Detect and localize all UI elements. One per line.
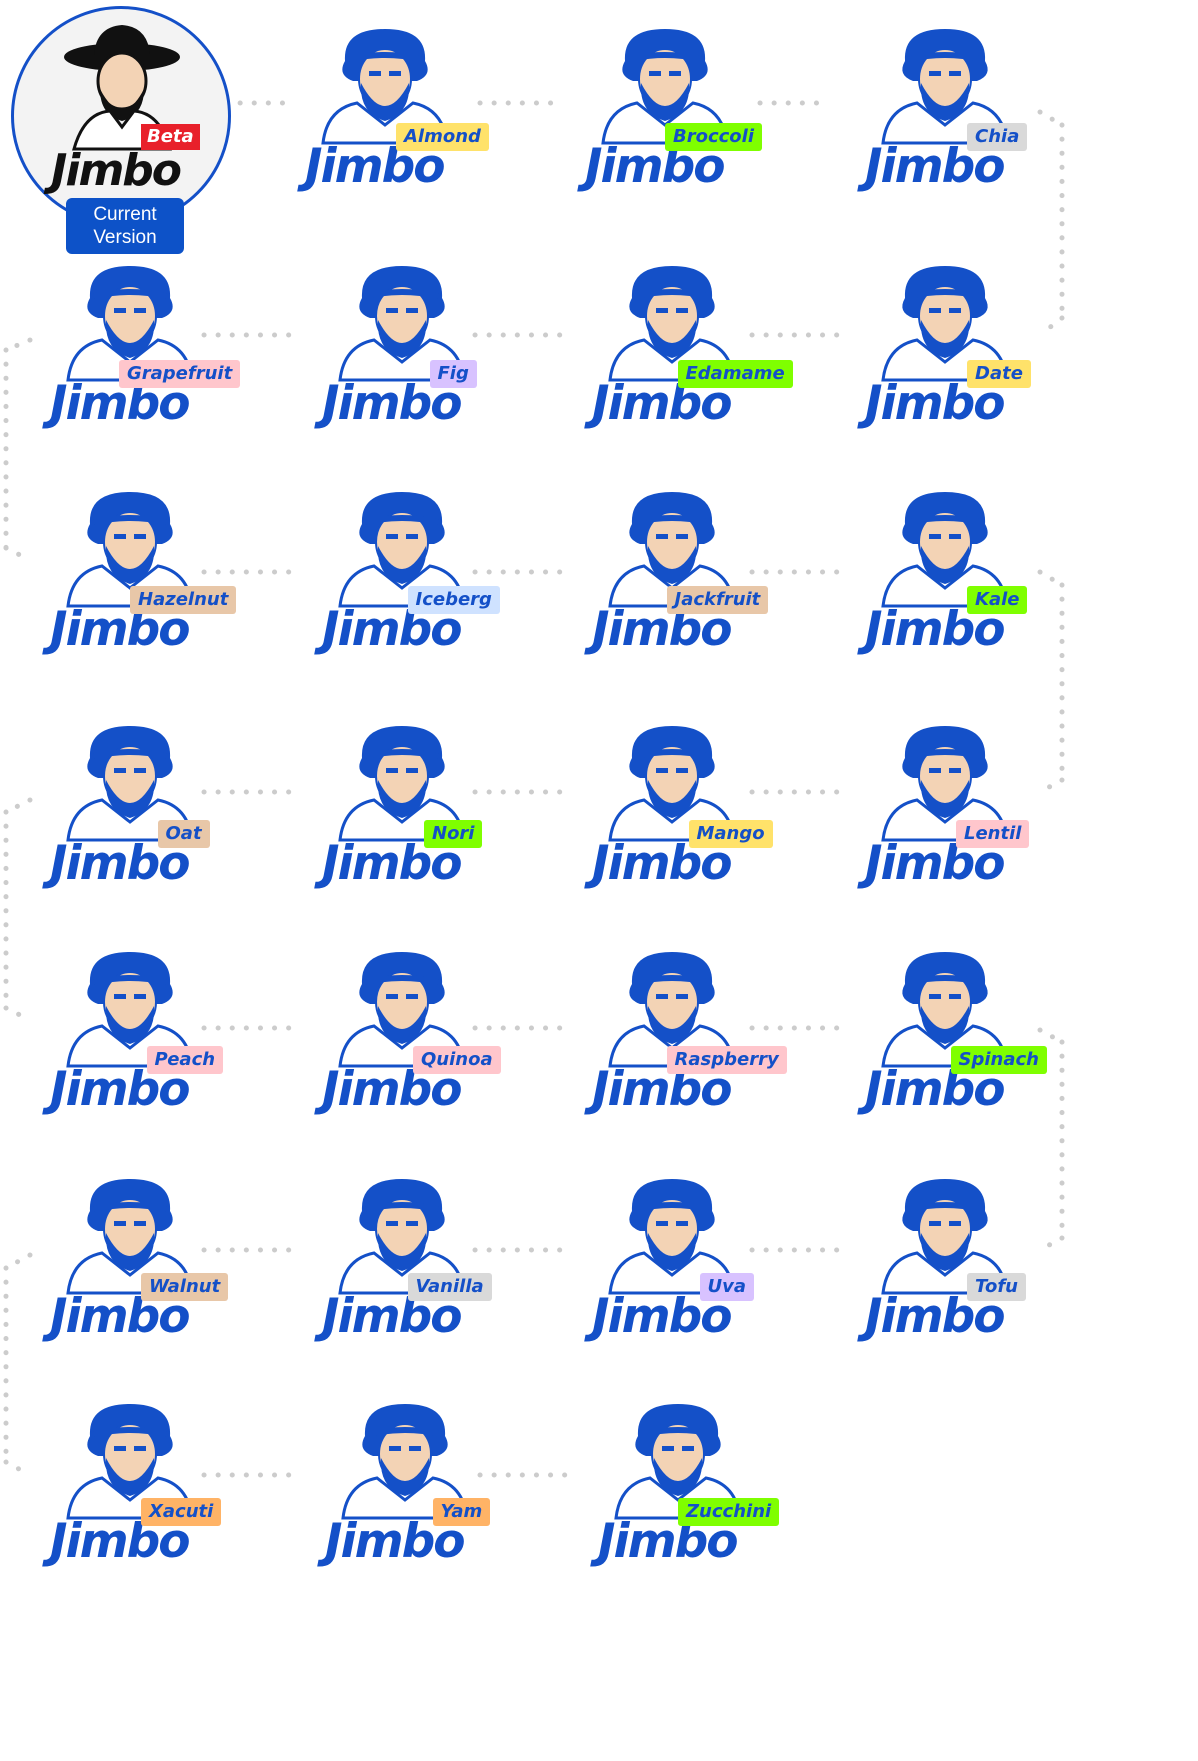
jimbo-mascot-icon xyxy=(608,726,736,842)
variant-name-tag: Quinoa xyxy=(413,1046,501,1074)
variant-name-tag: Nori xyxy=(424,820,483,848)
variant-name-tag: Lentil xyxy=(956,820,1030,848)
connector-segment xyxy=(1037,1235,1065,1253)
jimbo-mascot-icon xyxy=(881,1179,1009,1295)
jimbo-mascot-icon xyxy=(608,1179,736,1295)
jimbo-mascot-icon xyxy=(608,952,736,1068)
current-version-label-line1: Current xyxy=(93,204,157,225)
connector-segment xyxy=(3,1005,33,1023)
variant-name-tag: Broccoli xyxy=(665,123,763,151)
connector-segment xyxy=(1037,777,1065,795)
current-version-label-line2: Version xyxy=(93,227,157,248)
variant-name-tag: Walnut xyxy=(141,1273,229,1301)
current-wordmark: Jimbo xyxy=(51,145,182,196)
variant-name-tag: Jackfruit xyxy=(666,586,769,614)
connector-segment xyxy=(1037,569,1065,588)
connector-segment xyxy=(3,337,33,353)
variant-name-tag: Spinach xyxy=(950,1046,1047,1074)
connector-segment xyxy=(1037,109,1065,128)
connector-segment xyxy=(1037,1027,1065,1045)
variant-name-tag: Yam xyxy=(432,1498,491,1526)
beta-badge: Beta xyxy=(141,124,200,150)
variant-name-tag: Vanilla xyxy=(407,1273,492,1301)
connector-segment xyxy=(3,1459,33,1478)
variant-name-tag: Date xyxy=(967,360,1031,388)
variant-name-tag: Chia xyxy=(967,123,1028,151)
variant-name-tag: Peach xyxy=(146,1046,224,1074)
jimbo-mascot-icon xyxy=(881,952,1009,1068)
connector-segment xyxy=(3,797,33,815)
connector-segment xyxy=(1037,315,1065,338)
jimbo-mascot-icon xyxy=(608,492,736,608)
variant-name-tag: Hazelnut xyxy=(130,586,237,614)
variant-name-tag: Uva xyxy=(699,1273,754,1301)
variant-name-tag: Xacuti xyxy=(141,1498,222,1526)
variant-name-tag: Grapefruit xyxy=(119,360,241,388)
variant-name-tag: Oat xyxy=(157,820,210,848)
variant-name-tag: Kale xyxy=(967,586,1028,614)
current-version-node: Beta Jimbo Current Version xyxy=(11,6,237,256)
variant-name-tag: Edamame xyxy=(677,360,793,388)
connector-segment xyxy=(3,1252,33,1271)
variant-name-tag: Almond xyxy=(396,123,489,151)
connector-segment xyxy=(3,545,33,563)
variant-name-tag: Raspberry xyxy=(666,1046,787,1074)
variant-name-tag: Mango xyxy=(688,820,773,848)
variant-name-tag: Tofu xyxy=(967,1273,1026,1301)
current-version-label: Current Version xyxy=(66,198,184,254)
variant-name-tag: Zucchini xyxy=(678,1498,780,1526)
jimbo-mascot-icon xyxy=(64,25,180,151)
variant-name-tag: Fig xyxy=(429,360,477,388)
variant-name-tag: Iceberg xyxy=(407,586,500,614)
current-logo-circle xyxy=(11,6,231,226)
